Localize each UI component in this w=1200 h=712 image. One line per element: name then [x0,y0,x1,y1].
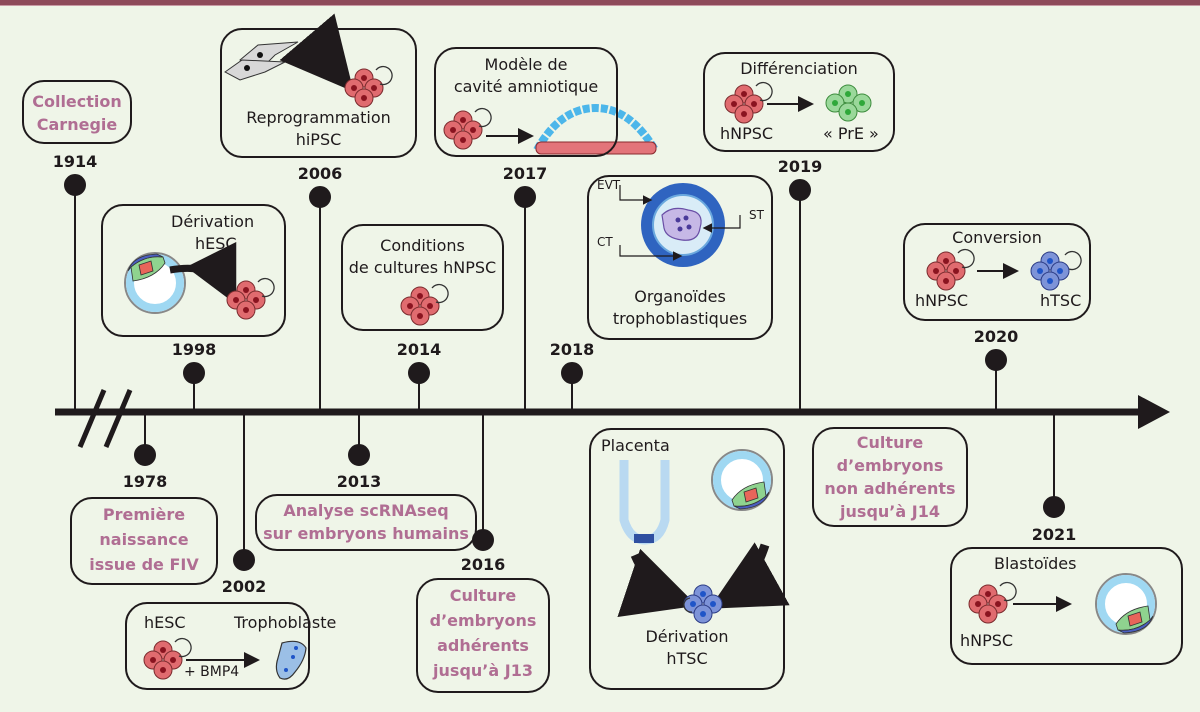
event-title-line: Carnegie [36,115,118,134]
hnpsc-to-blastoid-icon [969,574,1156,634]
year-2021: 2021 [1031,525,1077,544]
year-2006: 2006 [297,164,343,183]
dot-2014 [408,362,430,384]
event-title-line: Modèle de [484,55,568,74]
event-title-line: non adhérents [824,479,956,498]
blastocyst-to-hnpsc-icon [125,241,274,319]
event-title-line: Dérivation [171,212,255,231]
event-title-line: issue de FIV [89,555,199,574]
event-title-line: Conversion [952,228,1042,247]
year-2013: 2013 [336,472,382,491]
dot-2013 [348,444,370,466]
label-evt: EVT [597,178,621,192]
event-box-2006: Reprogrammation hiPSC [220,28,417,158]
year-2020: 2020 [973,327,1019,346]
dot-2019 [789,179,811,201]
event-box-2017: Modèle de cavité amniotique [434,47,618,157]
event-title-line: Organoïdes [634,287,726,306]
event-title-line: d’embryons [836,456,944,475]
event-box-2014: Conditions de cultures hNPSC [341,224,504,331]
year-1914: 1914 [52,152,98,171]
dot-2006 [309,186,331,208]
event-title-line: hESC [195,234,237,253]
event-title-line: hTSC [666,649,708,668]
event-box-2002: hESC Trophoblaste + BMP4 [125,602,336,690]
hesc-to-trophoblast-icon [144,639,307,680]
label-pre: « PrE » [823,124,879,143]
year-2019: 2019 [777,157,823,176]
year-2018: 2018 [549,340,595,359]
event-title-line: adhérents [437,636,529,655]
event-label-bmp4: + BMP4 [184,664,240,680]
event-title-line: Dérivation [645,627,729,646]
label-st: ST [749,208,764,222]
event-box-2020: Conversion hNPSC hTSC [903,223,1091,321]
event-box-2019-culture: Culture d’embryons non adhérents jusqu’à… [812,427,968,527]
dot-1998 [183,362,205,384]
event-title-line: jusqu’à J13 [433,661,533,680]
event-label-trophoblaste: Trophoblaste [234,613,337,632]
dot-2017 [514,186,536,208]
dot-1978 [134,444,156,466]
placenta-blastocyst-to-htsc-icon [617,450,790,623]
year-2014: 2014 [396,340,442,359]
year-1978: 1978 [122,472,168,491]
event-title-line: Blastoïdes [994,554,1077,573]
year-2017: 2017 [502,164,548,183]
top-bar [0,0,1200,6]
event-title-line: Analyse scRNAseq [283,501,449,520]
label-hnpsc: hNPSC [915,291,969,310]
hnpsc-to-htsc-icon [927,250,1082,290]
event-title-line: Conditions [380,236,465,255]
dot-2021 [1043,496,1065,518]
event-title-line: de cultures hNPSC [348,258,497,277]
dot-2002 [233,549,255,571]
event-box-1914: Collection Carnegie [22,80,132,144]
event-title-line: d’embryons [429,611,537,630]
event-title-line: hiPSC [295,130,342,149]
event-box-1978: Première naissance issue de FIV [70,497,218,585]
year-2016: 2016 [460,555,506,574]
event-box-2013: Analyse scRNAseq sur embryons humains [255,494,477,551]
event-box-2018-organoids: EVT ST CT Organoïdes trophoblastiques [587,175,773,340]
fibroblast-reprogramming-icon [224,13,392,107]
label-hnpsc: hNPSC [720,124,774,143]
event-title-line: Première [102,505,186,524]
event-box-1998: Dérivation hESC [101,204,286,337]
timeline-arrowhead [1138,395,1170,429]
event-title-line: Collection [32,92,122,111]
event-title-line: Reprogrammation [246,108,391,127]
event-title-line: naissance [99,530,189,549]
label-htsc: hTSC [1040,291,1082,310]
year-1998: 1998 [171,340,217,359]
event-title-line: sur embryons humains [263,524,469,543]
dot-1914 [64,174,86,196]
event-title-line: Culture [449,586,517,605]
event-box-2021: Blastoïdes hNPSC [950,547,1183,665]
hnpsc-to-pre-icon [725,83,872,123]
label-hnpsc: hNPSC [960,631,1014,650]
event-label-hesc: hESC [144,613,186,632]
event-title-line: trophoblastiques [612,309,748,328]
dot-2020 [985,349,1007,371]
event-box-2019-pre: Différenciation hNPSC « PrE » [703,52,895,152]
label-placenta: Placenta [601,436,670,455]
event-box-2016: Culture d’embryons adhérents jusqu’à J13 [416,578,550,693]
event-title-line: Culture [856,433,924,452]
event-title-line: cavité amniotique [453,77,599,96]
label-ct: CT [597,235,613,249]
event-title-line: Différenciation [740,59,858,78]
axis-break-icon [77,389,133,448]
trophoblast-organoid-icon [619,183,741,267]
event-box-2018-htsc: Placenta Dérivation hTSC [589,428,785,690]
event-title-line: jusqu’à J14 [840,502,940,521]
dot-2018 [561,362,583,384]
year-2002: 2002 [221,577,267,596]
